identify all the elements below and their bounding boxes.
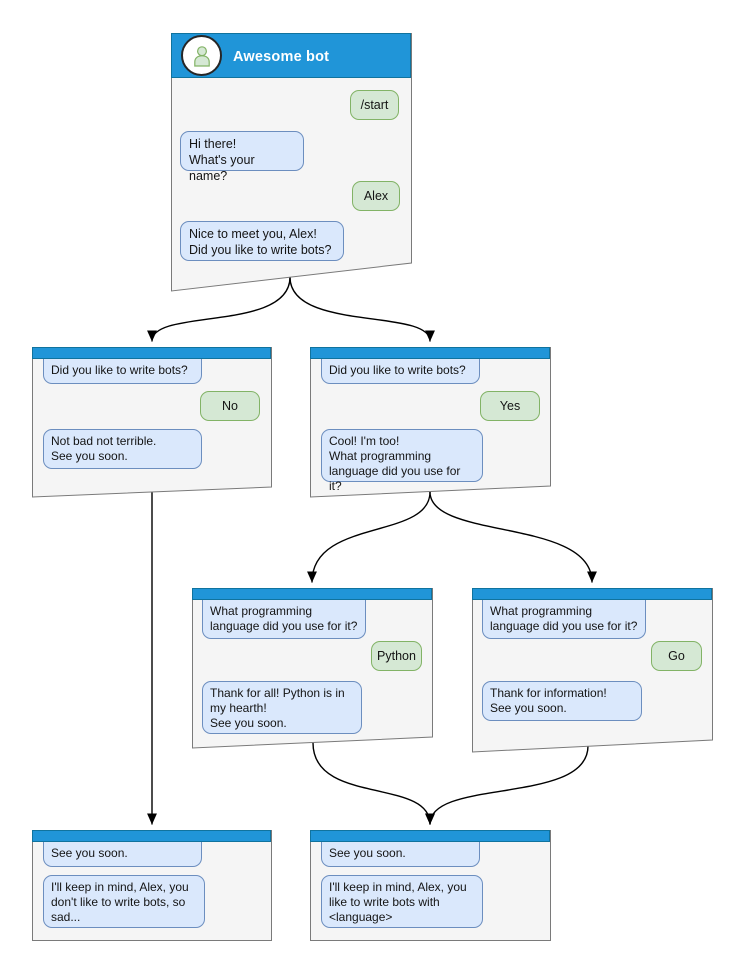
- chat-header: [32, 347, 271, 359]
- message-bubble-bot: See you soon.: [321, 842, 480, 867]
- chat-header: [472, 588, 712, 600]
- message-bubble-user: Python: [371, 641, 422, 671]
- message-bubble-bot: Thank for all! Python is in my hearth! S…: [202, 681, 362, 734]
- avatar: [181, 35, 222, 76]
- message-bubble-bot: I'll keep in mind, Alex, you like to wri…: [321, 875, 483, 928]
- person-icon: [193, 45, 210, 67]
- message-bubble-bot: Not bad not terrible. See you soon.: [43, 429, 202, 469]
- message-bubble-bot: See you soon.: [43, 842, 202, 867]
- message-bubble-bot: What programming language did you use fo…: [202, 600, 366, 639]
- edge-yes-to-python: [306, 491, 431, 583]
- node-start-chat[interactable]: Awesome bot /start Hi there! What's your…: [171, 33, 412, 292]
- message-bubble-bot: What programming language did you use fo…: [482, 600, 646, 639]
- edge-yes-to-go: [429, 491, 598, 583]
- node-branch-no[interactable]: Did you like to write bots? No Not bad n…: [32, 347, 272, 498]
- node-end-no[interactable]: See you soon. I'll keep in mind, Alex, y…: [32, 830, 272, 942]
- node-branch-go[interactable]: What programming language did you use fo…: [472, 588, 713, 753]
- edge-python-to-end: [312, 742, 436, 825]
- chat-header: [192, 588, 432, 600]
- chat-header: Awesome bot: [171, 33, 411, 78]
- message-bubble-user: Alex: [352, 181, 400, 211]
- edge-start-to-yes: [289, 276, 435, 342]
- message-bubble-user: No: [200, 391, 260, 421]
- message-bubble-bot: Did you like to write bots?: [321, 359, 480, 384]
- node-branch-yes[interactable]: Did you like to write bots? Yes Cool! I'…: [310, 347, 551, 498]
- message-bubble-user: Yes: [480, 391, 540, 421]
- edge-go-to-end: [424, 745, 589, 825]
- message-bubble-bot: Hi there! What's your name?: [180, 131, 304, 183]
- edge-start-to-no: [147, 276, 291, 342]
- node-end-language[interactable]: See you soon. I'll keep in mind, Alex, y…: [310, 830, 551, 942]
- message-bubble-user: Go: [651, 641, 702, 671]
- message-bubble-bot: Nice to meet you, Alex! Did you like to …: [180, 221, 344, 261]
- message-bubble-user: /start: [350, 90, 399, 120]
- bot-title: Awesome bot: [233, 48, 330, 65]
- message-bubble-bot: Thank for information! See you soon.: [482, 681, 642, 721]
- message-bubble-bot: I'll keep in mind, Alex, you don't like …: [43, 875, 205, 928]
- chat-header: [310, 347, 550, 359]
- node-branch-python[interactable]: What programming language did you use fo…: [192, 588, 433, 749]
- chat-header: [310, 830, 550, 842]
- message-bubble-bot: Cool! I'm too! What programming language…: [321, 429, 483, 493]
- chat-header: [32, 830, 271, 842]
- message-bubble-bot: Did you like to write bots?: [43, 359, 202, 384]
